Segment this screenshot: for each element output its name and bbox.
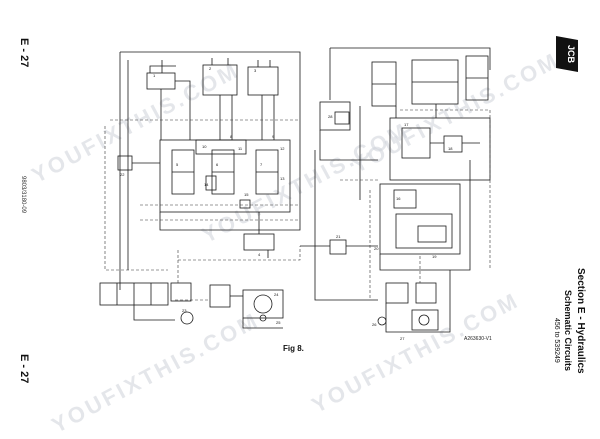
component-label: 22 [120,172,125,177]
component-label: 1 [153,73,156,78]
component-label: 7 [260,162,263,167]
component-label: 27 [400,336,405,341]
component-label: 28 [328,114,333,119]
component-label: 26 [372,322,377,327]
component-label: 3 [254,68,257,73]
component-label: 5 [176,162,179,167]
component-label: 15 [244,192,249,197]
component-label: 13 [280,176,285,181]
component-label: 24 [274,292,279,297]
manual-page: YOUFIXTHIS.COM YOUFIXTHIS.COM YOUFIXTHIS… [18,34,586,438]
component-label: 4 [258,252,261,257]
component-label: 21 [336,234,341,239]
component-label: 25 [276,320,281,325]
component-label: 2 [209,66,212,71]
artwork-reference: A263630-V1 [464,336,492,342]
component-label: 23 [182,308,187,313]
component-label: 11 [238,146,243,151]
component-label: 14 [204,182,209,187]
component-label: 20 [374,246,379,251]
component-label: 6 [216,162,219,167]
component-label: 16 [396,196,401,201]
figure-caption: Fig 8. [283,344,304,353]
component-label: 8 [230,134,233,139]
brand-logo: JCB [554,34,580,74]
component-label: 12 [280,146,285,151]
component-label: 19 [432,254,437,259]
hydraulic-schematic: 1 2 3 4 5 6 7 8 9 10 11 12 13 14 15 16 1… [99,47,491,341]
logo-text: JCB [566,45,576,64]
component-label: 18 [448,146,453,151]
component-label: 9 [272,134,275,139]
component-label: 10 [202,144,207,149]
component-label: 17 [404,122,409,127]
